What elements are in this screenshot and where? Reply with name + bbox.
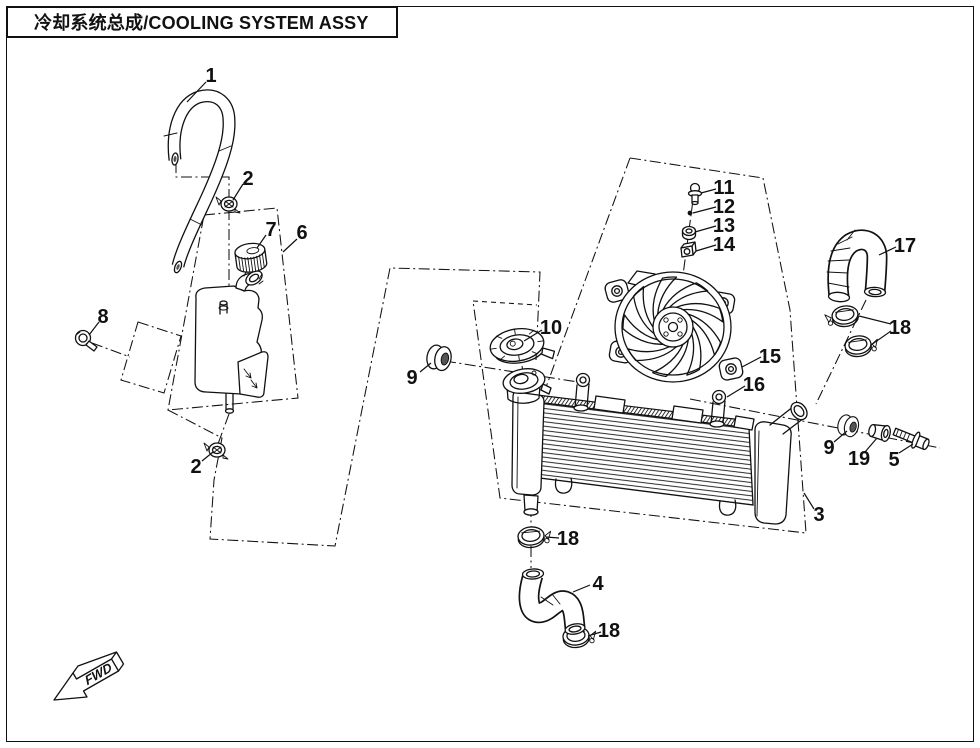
bolt-5-drawing [892,427,930,451]
reservoir-cap-drawing [234,242,268,273]
fan-phantom-left-edge [544,157,631,391]
fan-radiator-phantom-outline [472,157,807,534]
callout-6: 6 [296,222,307,244]
callout-8: 8 [97,306,108,328]
callout-2a: 2 [242,168,253,190]
callout-18r: 18 [889,317,911,339]
bottom-feet [554,477,737,516]
title-box: 冷却系统总成/COOLING SYSTEM ASSY [6,6,398,38]
callout-14: 14 [713,234,736,256]
bolt-8-drawing [74,329,98,352]
clip-nut-14-drawing [680,241,697,258]
reservoir-tank-drawing [194,270,269,414]
fan-blades [622,276,724,378]
callout-16: 16 [743,374,765,396]
grommet-9-right-drawing [835,412,862,439]
mount-flap [237,351,269,398]
fwd-label: FWD [83,659,115,688]
left-hook-bracket [573,372,591,412]
outlet-tube [225,393,234,411]
callout-12: 12 [713,196,735,218]
callout-18d: 18 [598,620,620,642]
leader-lines [88,81,914,637]
cap-phantom-edge [472,300,538,306]
bolt-phantom-box [120,321,182,394]
fwd-direction-marker: FWD [53,651,125,701]
mount-pads [593,395,755,431]
nut-13-drawing [681,225,697,241]
callout-17: 17 [894,235,916,257]
callout-labels: 1 2 7 6 8 2 11 12 13 14 17 18 10 9 15 16… [97,65,916,642]
upper-hose-drawing [826,229,888,303]
fan-bolt-11-drawing [687,182,703,206]
callout-19: 19 [848,448,870,470]
callout-10: 10 [540,317,562,339]
collar-19-drawing [868,423,891,442]
callout-5: 5 [888,449,899,471]
callout-9r: 9 [823,437,834,459]
callout-13: 13 [713,215,735,237]
reservoir-phantom-box [167,207,299,411]
hose-clamp-2a-drawing [215,196,241,214]
cooling-fan-drawing [604,270,744,383]
overflow-hose-drawing [163,89,236,274]
callout-2b: 2 [190,456,201,478]
grommet-9-left-drawing [424,342,454,373]
right-tank [754,421,792,525]
clamp-18b-drawing [843,332,881,359]
page-title: 冷却系统总成/COOLING SYSTEM ASSY [34,13,369,33]
callout-15: 15 [759,346,781,368]
bracket-16 [709,389,727,428]
callout-18c: 18 [557,528,579,550]
outlet-pipe [769,405,805,435]
callout-7: 7 [265,219,276,241]
washer-12-drawing [687,210,693,216]
radiator-drawing [502,368,808,525]
callout-1: 1 [205,65,216,87]
callout-9l: 9 [406,367,417,389]
callout-3: 3 [813,504,824,526]
callout-4: 4 [592,573,604,595]
lower-hose-drawing [518,568,586,635]
callout-11: 11 [713,177,734,199]
